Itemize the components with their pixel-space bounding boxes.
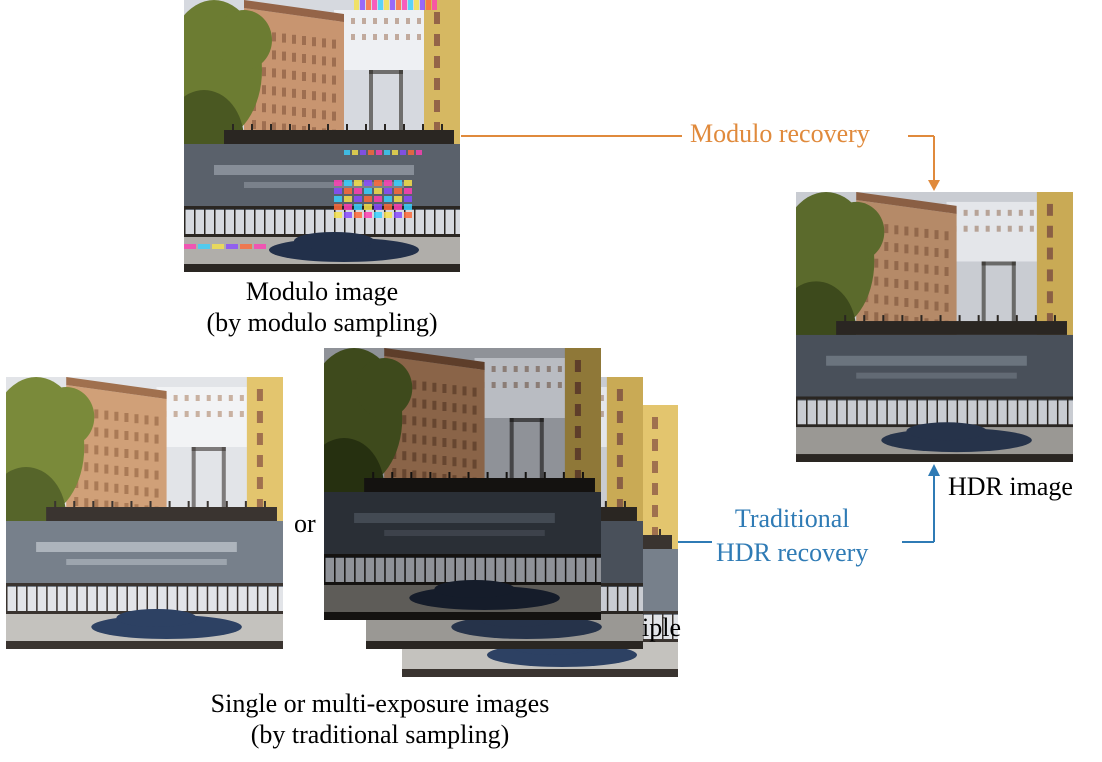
traditional-caption-line1: Single or multi-exposure images [210,689,550,718]
modulo-image-caption-line2: (by modulo sampling) [206,308,438,337]
scene-svg [796,192,1073,462]
traditional-arrowhead [928,464,940,476]
hdr-image [796,192,1073,462]
traditional-caption-line2: (by traditional sampling) [250,720,510,749]
exposure-stack-front [324,348,601,620]
or-label: or [294,509,316,538]
hdr-image-caption: HDR image [948,472,1073,501]
modulo-recovery-label: Modulo recovery [690,119,870,148]
scene-svg [6,377,283,649]
modulo-recovery-arrow [461,135,940,191]
traditional-hdr-recovery-label: Traditional HDR recovery [716,502,868,570]
single-exposure-image [6,377,283,649]
traditional-recovery-arrow [678,464,940,543]
traditional-hdr-recovery-line1: Traditional [734,504,850,533]
modulo-image-caption-line1: Modulo image [245,277,399,306]
scene-svg [324,348,601,620]
traditional-caption: Single or multi-exposure images (by trad… [160,688,600,750]
modulo-image [184,0,460,272]
modulo-image-caption: Modulo image (by modulo sampling) [172,276,472,338]
occluded-caption-fragment: iple [642,613,681,642]
modulo-arrowhead [928,180,940,191]
scene-svg [184,0,460,272]
traditional-hdr-recovery-line2: HDR recovery [716,538,869,567]
